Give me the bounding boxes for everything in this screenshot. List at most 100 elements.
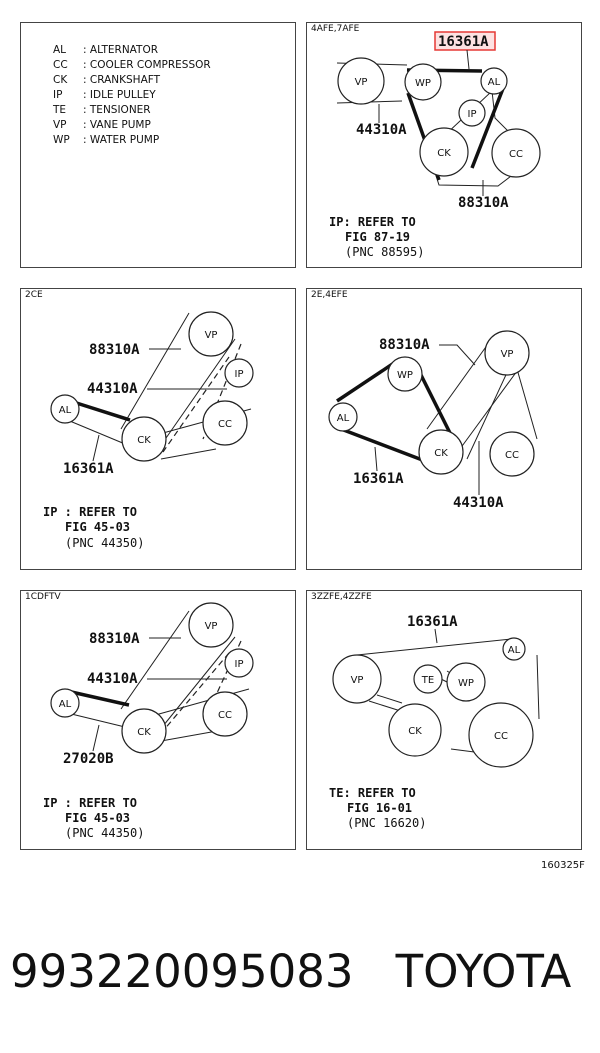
note-line-3: (PNC 88595) (345, 245, 424, 259)
legend-desc: VANE PUMP (89, 119, 151, 131)
label-ck: CK (434, 448, 448, 459)
pulley-vp (188, 311, 234, 357)
legend-code: TE (53, 104, 67, 116)
leader-line (466, 49, 470, 70)
legend-desc: WATER PUMP (89, 134, 160, 146)
legend-code: IP (53, 89, 63, 101)
pulley-al (480, 67, 508, 95)
belt-16361a-lower (64, 418, 126, 445)
note-line-2: FIG 16-01 (347, 801, 412, 815)
label-al: AL (508, 645, 521, 656)
label-al: AL (59, 699, 72, 710)
legend-row: IP: IDLE PULLEY (53, 89, 156, 101)
part-label-16361a: 16361A (63, 461, 114, 477)
belt-diagram-svg: VP IP AL CK CC 88310A 44310A 16361A IP :… (43, 311, 254, 550)
part-label-16361a: 16361A (353, 471, 404, 487)
belt-diagram-svg: VP WP AL CK CC 88310A 16361A 44310A (328, 330, 538, 511)
pulley-ip (458, 99, 486, 127)
note-line-2: FIG 45-03 (65, 520, 130, 534)
label-vp: VP (205, 621, 218, 632)
belt-88310a (120, 312, 236, 452)
diagram-2e-4efe: 2E,4EFE VP WP AL CK CC 88310A 16361A 443… (306, 288, 582, 570)
pulley-al (328, 402, 358, 432)
label-ip: IP (468, 109, 477, 120)
label-cc: CC (218, 419, 232, 430)
legend-code: CK (53, 74, 68, 86)
legend-row: WP: WATER PUMP (53, 134, 160, 146)
label-vp: VP (205, 330, 218, 341)
legend-row: AL: ALTERNATOR (53, 44, 159, 56)
legend-desc: IDLE PULLEY (89, 89, 156, 101)
pulley-al (50, 394, 80, 424)
legend-panel: AL: ALTERNATOR CC: COOLER COMPRESSOR CK:… (20, 22, 296, 268)
note-line-1: IP : REFER TO (43, 505, 137, 519)
legend-desc: COOLER COMPRESSOR (89, 59, 211, 71)
label-vp: VP (501, 349, 514, 360)
pulley-ck (121, 708, 167, 754)
note-line-3: (PNC 16620) (347, 816, 426, 830)
diagram-1cdftv: 1CDFTV VP IP AL CK CC 88310A 44310A 2702… (20, 590, 296, 850)
pulley-ck (419, 127, 469, 177)
leader-line (434, 628, 438, 644)
label-ck: CK (137, 727, 151, 738)
pulley-wp (387, 356, 423, 392)
part-label-88310a: 88310A (458, 195, 509, 211)
pulley-al (502, 637, 526, 661)
legend-desc: ALTERNATOR (89, 44, 159, 56)
pulley-wp (446, 662, 486, 702)
legend-row: CC: COOLER COMPRESSOR (53, 59, 211, 71)
label-ck: CK (437, 148, 451, 159)
label-te: TE (421, 675, 434, 686)
legend-code: CC (53, 59, 68, 71)
part-label-16361a: 16361A (438, 34, 489, 50)
part-label-88310a: 88310A (379, 337, 430, 353)
label-al: AL (337, 413, 350, 424)
part-label-16361a: 16361A (407, 614, 458, 630)
pulley-al (50, 688, 80, 718)
label-cc: CC (509, 149, 523, 160)
belt-diagram-svg: VP WP AL IP CK CC 16361A 44310A 88310A I… (329, 31, 541, 259)
pulley-ck (121, 416, 167, 462)
legend-row: TE: TENSIONER (53, 104, 151, 116)
pulley-ip (224, 358, 254, 388)
belt-27020b (66, 689, 130, 707)
diagram-4afe-7afe: 4AFE,7AFE VP WP AL IP CK CC 16361A 44310… (306, 22, 582, 268)
leader-line (92, 434, 100, 462)
part-label-88310a: 88310A (89, 631, 140, 647)
pulley-cc (202, 691, 248, 737)
part-label-88310a: 88310A (89, 342, 140, 358)
label-vp: VP (355, 77, 368, 88)
brand-name: TOYOTA (395, 945, 572, 998)
note-line-1: TE: REFER TO (329, 786, 416, 800)
label-ip: IP (235, 659, 244, 670)
highlight-box (434, 31, 496, 51)
pulley-vp (484, 330, 530, 376)
label-ck: CK (137, 435, 151, 446)
belt-88310a (120, 610, 236, 732)
panel-title: 1CDFTV (25, 592, 61, 602)
label-cc: CC (505, 450, 519, 461)
part-label-44310a: 44310A (87, 381, 138, 397)
note-line-1: IP: REFER TO (329, 215, 416, 229)
figure-code: 160325F (541, 860, 585, 871)
legend-row: CK: CRANKSHAFT (53, 74, 161, 86)
panel-title: 2CE (25, 290, 43, 300)
leader-line (374, 446, 378, 472)
label-cc: CC (494, 731, 508, 742)
label-cc: CC (218, 710, 232, 721)
panel-title: 4AFE,7AFE (311, 24, 360, 34)
label-wp: WP (458, 678, 474, 689)
label-al: AL (488, 77, 501, 88)
panel-title: 2E,4EFE (311, 290, 348, 300)
note-line-3: (PNC 44350) (65, 536, 144, 550)
part-label-27020b: 27020B (63, 751, 114, 767)
pulley-ck (388, 703, 442, 757)
note-line-2: FIG 87-19 (345, 230, 410, 244)
part-label-44310a: 44310A (87, 671, 138, 687)
legend-desc: TENSIONER (89, 104, 151, 116)
label-wp: WP (397, 370, 413, 381)
legend-code: WP (53, 134, 70, 146)
label-wp: WP (415, 78, 431, 89)
legend-code: AL (53, 44, 67, 56)
